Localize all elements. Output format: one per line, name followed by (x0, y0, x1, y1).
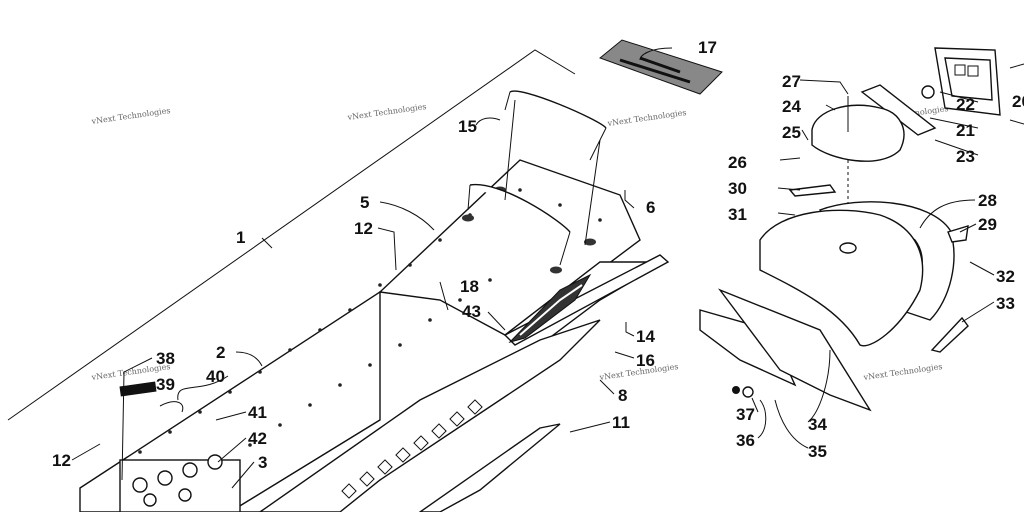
seat-pad (811, 96, 905, 240)
callout-28: 28 (978, 191, 997, 210)
callout-3: 3 (258, 453, 267, 472)
washer (742, 386, 754, 398)
callout-12b: 12 (52, 451, 71, 470)
side-trim (418, 423, 561, 512)
callout-20: 20 (1012, 92, 1024, 111)
callout-18: 18 (460, 277, 479, 296)
callout-22: 22 (956, 95, 975, 114)
callout-30: 30 (728, 179, 747, 198)
watermark: vNext Technologies (90, 106, 171, 126)
callout-35: 35 (808, 442, 827, 461)
callout-11: 11 (612, 413, 630, 432)
callout-25: 25 (782, 123, 801, 142)
callout-17: 17 (698, 38, 717, 57)
running-board (258, 319, 601, 512)
callout-27: 27 (782, 72, 801, 91)
callout-39: 39 (156, 375, 175, 394)
tunnel-assembly (7, 49, 670, 512)
callout-21: 21 (956, 121, 975, 140)
clip (159, 401, 184, 413)
reflector (930, 316, 969, 353)
grab-bar-handle (469, 90, 607, 233)
label-plate (119, 381, 157, 397)
callout-31: 31 (728, 205, 747, 224)
callout-41: 41 (248, 403, 267, 422)
callout-14: 14 (636, 327, 655, 346)
grab-bar (467, 90, 607, 266)
callout-37: 37 (736, 405, 755, 424)
callout-12a: 12 (354, 219, 373, 238)
assembly-outline (7, 49, 576, 421)
tail-light-bulb (921, 85, 935, 99)
callout-29: 29 (978, 215, 997, 234)
callout-24: 24 (782, 97, 801, 116)
leader-line (261, 237, 273, 249)
callouts: 1 2 3 5 6 8 11 12 12 14 15 16 17 18 20 2… (52, 38, 1024, 472)
callout-23: 23 (956, 147, 975, 166)
callout-8: 8 (618, 386, 627, 405)
bracket (788, 184, 837, 197)
leader-lines (71, 47, 995, 489)
decal-plate (599, 39, 723, 95)
decal-stripe (519, 284, 583, 336)
callout-33: 33 (996, 294, 1015, 313)
callout-40: 40 (206, 367, 225, 386)
storage-box (759, 209, 924, 347)
seat-pad-body (811, 104, 905, 162)
reflector-small (947, 225, 969, 243)
callout-42: 42 (248, 429, 267, 448)
hardware-cluster (119, 454, 241, 512)
running-board-cutouts (341, 399, 483, 499)
callout-43: 43 (462, 302, 481, 321)
tail-light (860, 47, 1024, 136)
watermark: vNext Technologies (606, 108, 687, 128)
callout-38: 38 (156, 349, 175, 368)
callout-34: 34 (808, 415, 827, 434)
callout-36: 36 (736, 431, 755, 450)
callout-26: 26 (728, 153, 747, 172)
callout-2: 2 (216, 343, 225, 362)
side-panel-right (717, 288, 872, 412)
callout-32: 32 (996, 267, 1015, 286)
nut (732, 386, 740, 394)
callout-5: 5 (360, 193, 369, 212)
watermark: vNext Technologies (862, 362, 943, 382)
decal-plate-body (599, 39, 723, 95)
callout-16: 16 (636, 351, 655, 370)
callout-15: 15 (458, 117, 477, 136)
watermark: vNext Technologies (346, 102, 427, 122)
callout-6: 6 (646, 198, 655, 217)
callout-1: 1 (236, 228, 245, 247)
decal-plate-logo (619, 56, 691, 84)
